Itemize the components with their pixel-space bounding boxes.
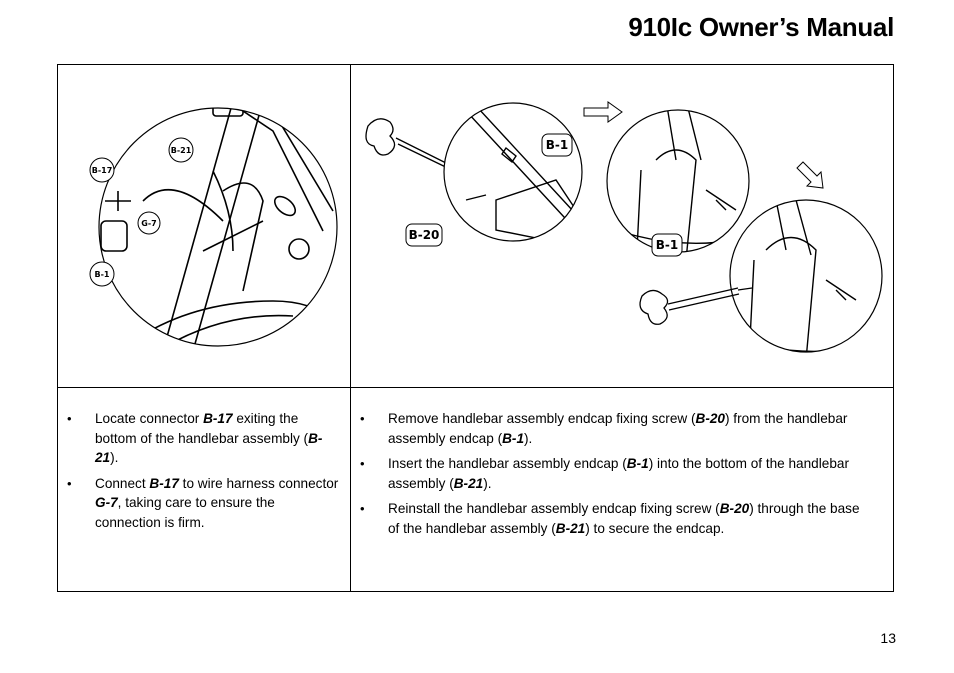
- steps-right: Remove handlebar assembly endcap fixing …: [351, 409, 871, 544]
- label-b1-top: B-1: [546, 138, 568, 152]
- steps-left: Locate connector B-17 exiting the bottom…: [58, 409, 343, 538]
- label-b20: B-20: [409, 228, 440, 242]
- list-item: Locate connector B-17 exiting the bottom…: [58, 409, 343, 468]
- label-g7: G-7: [141, 219, 156, 228]
- list-item: Insert the handlebar assembly endcap (B-…: [351, 454, 871, 493]
- list-item: Connect B-17 to wire harness connector G…: [58, 474, 343, 533]
- list-item: Remove handlebar assembly endcap fixing …: [351, 409, 871, 448]
- row-divider: [58, 387, 893, 388]
- instruction-table: B-21 B-17 G-7 B-1: [57, 64, 894, 592]
- connector-illustration: B-21 B-17 G-7 B-1: [73, 91, 339, 359]
- list-item: Reinstall the handlebar assembly endcap …: [351, 499, 871, 538]
- label-b1-middle: B-1: [656, 238, 678, 252]
- label-b1: B-1: [95, 270, 110, 279]
- label-b17: B-17: [92, 166, 113, 175]
- column-divider: [350, 65, 351, 591]
- endcap-illustration: B-1 B-20 B-1: [356, 100, 886, 362]
- label-b21: B-21: [171, 146, 192, 155]
- page-number: 13: [880, 630, 896, 646]
- page-title: 910Ic Owner’s Manual: [628, 12, 894, 42]
